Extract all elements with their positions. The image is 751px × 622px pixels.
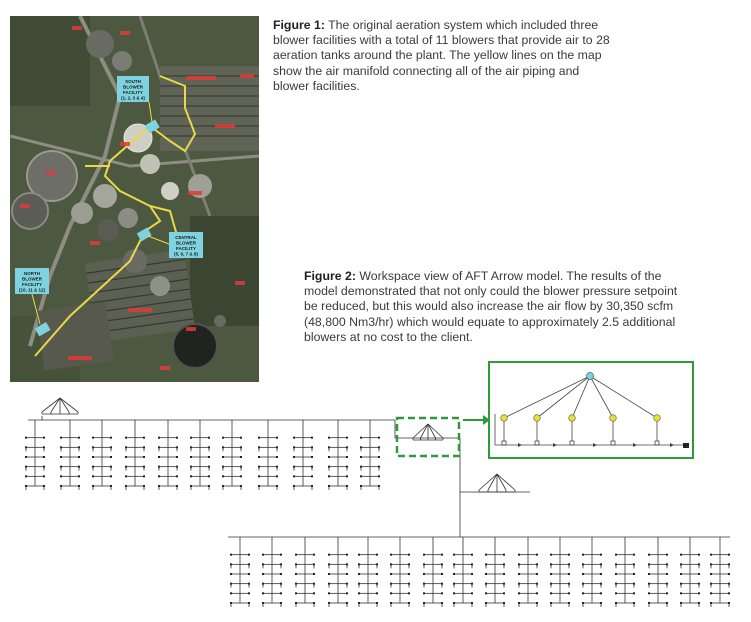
- south-facility-label-3: FACILITY: [123, 90, 143, 95]
- north-facility-label-1: NORTH: [24, 271, 40, 276]
- blower-node: [500, 414, 508, 422]
- aerial-map-image: SOUTH BLOWER FACILITY (1, 2, 3 & 4) CENT…: [10, 16, 259, 382]
- figure1-label: Figure 1:: [273, 18, 325, 32]
- junction-node: [569, 440, 575, 446]
- blower-node: [533, 414, 541, 422]
- central-facility-label-2: BLOWER: [176, 241, 197, 246]
- junction-node: [534, 440, 540, 446]
- zoom-source-box: [395, 416, 461, 458]
- central-facility-label-1: CENTRAL: [175, 235, 197, 240]
- junction-node: [610, 440, 616, 446]
- central-facility-label-4: (5, 6, 7 & 8): [174, 252, 198, 257]
- north-facility-label-2: BLOWER: [22, 277, 43, 282]
- supply-hub-node: [586, 372, 594, 380]
- blower-node: [653, 414, 661, 422]
- north-facility-label-3: FACILITY: [22, 282, 42, 287]
- north-facility-label-4: (10, 11 & 12): [19, 288, 46, 293]
- figure2-text: Workspace view of AFT Arrow model. The r…: [304, 269, 678, 344]
- outlet-node: [683, 443, 689, 448]
- figure1-text: The original aeration system which inclu…: [273, 18, 610, 93]
- south-facility-label-2: BLOWER: [123, 85, 144, 90]
- figure2-caption: Figure 2: Workspace view of AFT Arrow mo…: [304, 269, 689, 345]
- south-facility-label-4: (1, 2, 3 & 4): [121, 96, 145, 101]
- south-facility-label-1: SOUTH: [125, 79, 141, 84]
- blower-node: [609, 414, 617, 422]
- blower-node: [568, 414, 576, 422]
- junction-node: [654, 440, 660, 446]
- figure2-label: Figure 2:: [304, 269, 356, 283]
- central-facility-label-3: FACILITY: [176, 246, 196, 251]
- figure1-caption: Figure 1: The original aeration system w…: [273, 18, 613, 94]
- junction-node: [501, 440, 507, 446]
